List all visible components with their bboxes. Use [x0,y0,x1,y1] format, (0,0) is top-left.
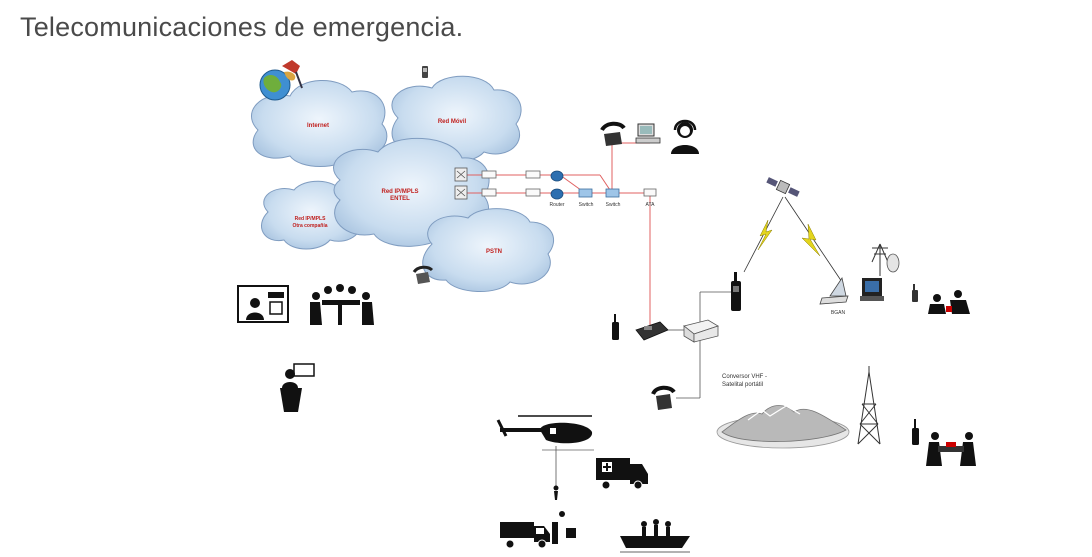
desk-phone-icon [651,385,676,410]
globe-icon [259,60,303,101]
switch-icon: Switch [605,188,621,208]
switch-label-1: Switch [579,202,594,208]
page-title: Telecomunicaciones de emergencia. [20,12,464,42]
cloud-label-pstn: PSTN [486,249,502,255]
desk-phone-icon [600,121,626,146]
rescue-team-icon [928,290,970,314]
bgan-label: BGAN [831,310,846,316]
switch-label-2: Switch [606,202,621,208]
network-gateway-2 [454,185,468,200]
antenna-mast-icon [871,243,889,276]
desk-phone-icon [412,265,434,284]
cloud-pstn: PSTN [422,208,554,293]
cloud-label-red-ip-otra-1: Red IP/MPLS [295,216,327,222]
helicopter-icon [496,415,594,500]
converter-label-2: Satelital portátil [722,382,763,388]
cloud-label-red-ip-entel-1: Red IP/MPLS [381,189,418,195]
mountain-terrain-icon [716,405,850,449]
mobile-radio-icon [635,321,669,341]
video-conference-icon [237,285,289,323]
handheld-radio-icon [912,284,918,302]
stretcher-carriers-icon [926,432,976,466]
radio-antenna-icon [886,253,900,273]
router-label: Router [549,202,564,208]
router-icon: Router [549,170,565,208]
cloud-label-red-ip-otra-2: Otra compañía [292,223,327,229]
handheld-radio-icon [612,314,619,340]
speaker-podium-icon [280,363,315,412]
modem-box [525,188,541,197]
satellite-icon [766,177,800,197]
modem-box [481,170,497,179]
rescue-boat-icon [620,519,690,553]
modem-box [525,170,541,179]
meeting-table-icon [310,284,374,325]
cloud-internet: Internet [251,80,388,167]
ata-icon: ATA [643,188,657,208]
bgan-terminal-icon: BGAN [819,276,884,316]
switch-icon: Switch [578,188,594,208]
network-links [668,291,734,399]
modem-box [481,188,497,197]
lightning-icon [801,223,821,257]
computer-icon [635,123,661,144]
converter-label-1: Conversor VHF - [722,374,767,380]
radio-tower-icon [857,366,881,445]
satellite-links [743,196,843,283]
ambulance-icon [596,458,648,490]
cloud-label-red-movil: Red Móvil [438,119,467,125]
network-gateway-1 [454,167,468,182]
cloud-label-red-ip-entel-2: ENTEL [390,196,410,202]
lightning-icon [757,219,773,251]
ata-label: ATA [646,202,656,208]
handheld-radio-icon [912,419,919,445]
cloud-label-internet: Internet [307,123,329,129]
converter-box-icon [683,319,719,343]
mobile-phone-icon [422,66,428,78]
supply-truck-icon [500,511,576,549]
satellite-phone-icon [731,272,741,311]
operator-headset-icon [671,119,699,154]
